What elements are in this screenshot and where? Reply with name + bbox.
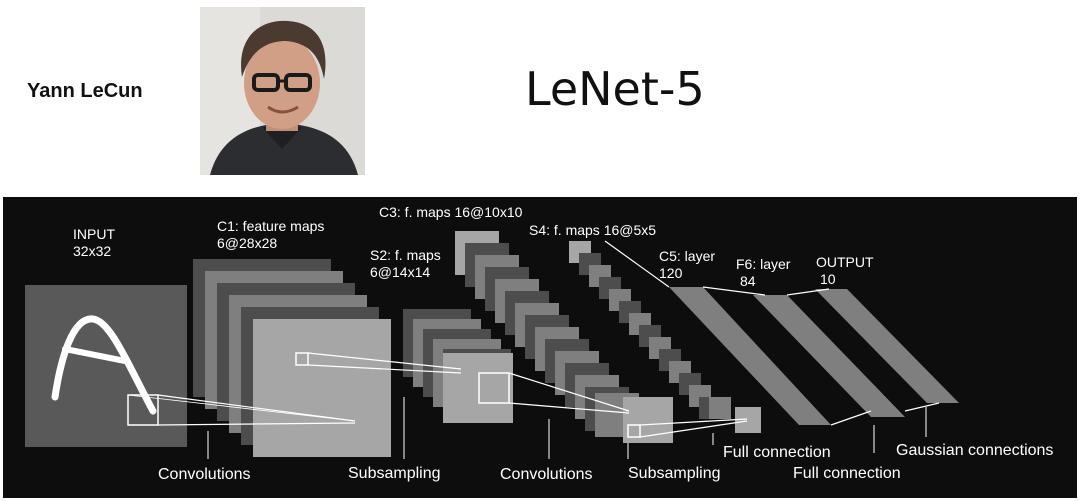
op-convolutions-2: Convolutions xyxy=(500,466,593,483)
f6-layer xyxy=(753,295,905,417)
c3-label: C3: f. maps 16@10x10 xyxy=(379,204,523,220)
op-subsampling-1: Subsampling xyxy=(348,465,441,482)
author-photo xyxy=(200,7,365,175)
s4-feature-maps xyxy=(569,241,761,433)
c1-size-label: 6@28x28 xyxy=(217,235,277,251)
s2-feature-maps xyxy=(403,309,513,423)
person-portrait-icon xyxy=(200,7,365,175)
c1-s2-connection-lines xyxy=(307,352,462,374)
op-subsampling-2: Subsampling xyxy=(628,465,721,482)
output-label: OUTPUT xyxy=(816,254,874,270)
lenet5-architecture-diagram: INPUT 32x32 C1: feature maps 6@28x28 S2:… xyxy=(3,197,1077,498)
s2-size-label: 6@14x14 xyxy=(370,264,430,280)
output-size-label: 10 xyxy=(820,271,836,287)
f6-size-label: 84 xyxy=(740,273,756,289)
output-layer xyxy=(815,289,959,403)
operation-ticks xyxy=(207,397,927,459)
full-connection-lines xyxy=(702,286,940,426)
input-c1-connection-lines xyxy=(127,394,356,426)
c5-label: C5: layer xyxy=(659,248,715,264)
c1-feature-maps xyxy=(193,259,391,457)
c3-s4-connection-lines xyxy=(639,418,748,438)
op-convolutions-1: Convolutions xyxy=(158,466,251,483)
s2-label: S2: f. maps xyxy=(370,247,441,263)
op-gaussian-connections: Gaussian connections xyxy=(896,442,1053,459)
input-label: INPUT xyxy=(73,226,115,242)
op-full-connection-2: Full connection xyxy=(793,465,901,482)
c1-label: C1: feature maps xyxy=(217,218,324,234)
author-name: Yann LeCun xyxy=(27,80,143,102)
c5-layer xyxy=(604,240,831,425)
s4-label: S4: f. maps 16@5x5 xyxy=(529,222,656,238)
op-full-connection-1: Full connection xyxy=(723,444,831,461)
f6-label: F6: layer xyxy=(736,256,791,272)
page-title: LeNet-5 xyxy=(525,62,705,116)
input-size-label: 32x32 xyxy=(73,243,111,259)
s2-c3-connection-lines xyxy=(508,372,630,414)
input-plane xyxy=(25,285,187,447)
c5-size-label: 120 xyxy=(659,265,683,281)
